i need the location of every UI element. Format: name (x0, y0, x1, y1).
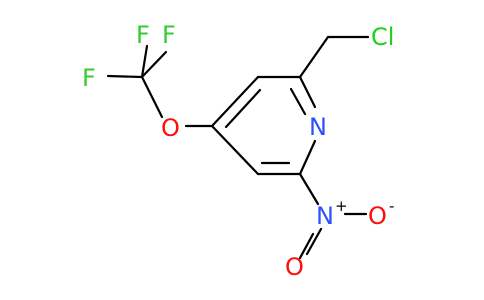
atom-oxygen-minus: O (368, 202, 387, 230)
bond-nnitro-odouble (305, 227, 323, 256)
atom-oxygen-ether: O (161, 114, 180, 142)
bond-ring-c2-n-inner (289, 87, 307, 116)
atom-nitrogen-ring: N (309, 113, 327, 141)
bond-ring-c5-c4 (210, 124, 260, 176)
atom-fluorine-1: F (136, 21, 150, 49)
bond-c6-nnitro (298, 172, 320, 206)
bond-ring-n-c6 (298, 139, 317, 176)
bond-c2-ch2 (298, 35, 330, 79)
charge-plus: + (335, 197, 348, 215)
charge-minus: - (389, 197, 394, 215)
atom-nitrogen-nitro: N (316, 202, 334, 230)
atom-oxygen-double: O (285, 253, 304, 281)
atom-fluorine-3: F (82, 64, 96, 92)
atom-fluorine-2: F (162, 21, 176, 49)
bond-ring-c4-c3-inner (224, 88, 262, 129)
bond-cf3-o (140, 75, 164, 119)
bond-c-f1 (140, 44, 149, 79)
atom-chlorine: Cl (371, 23, 394, 51)
bond-c-f3 (106, 74, 144, 79)
bond-ring-c4-c3 (210, 75, 260, 128)
bond-ring-c2-n (298, 75, 317, 109)
bond-nnitro-odouble-2 (298, 232, 315, 260)
bond-c-f2 (140, 50, 168, 79)
